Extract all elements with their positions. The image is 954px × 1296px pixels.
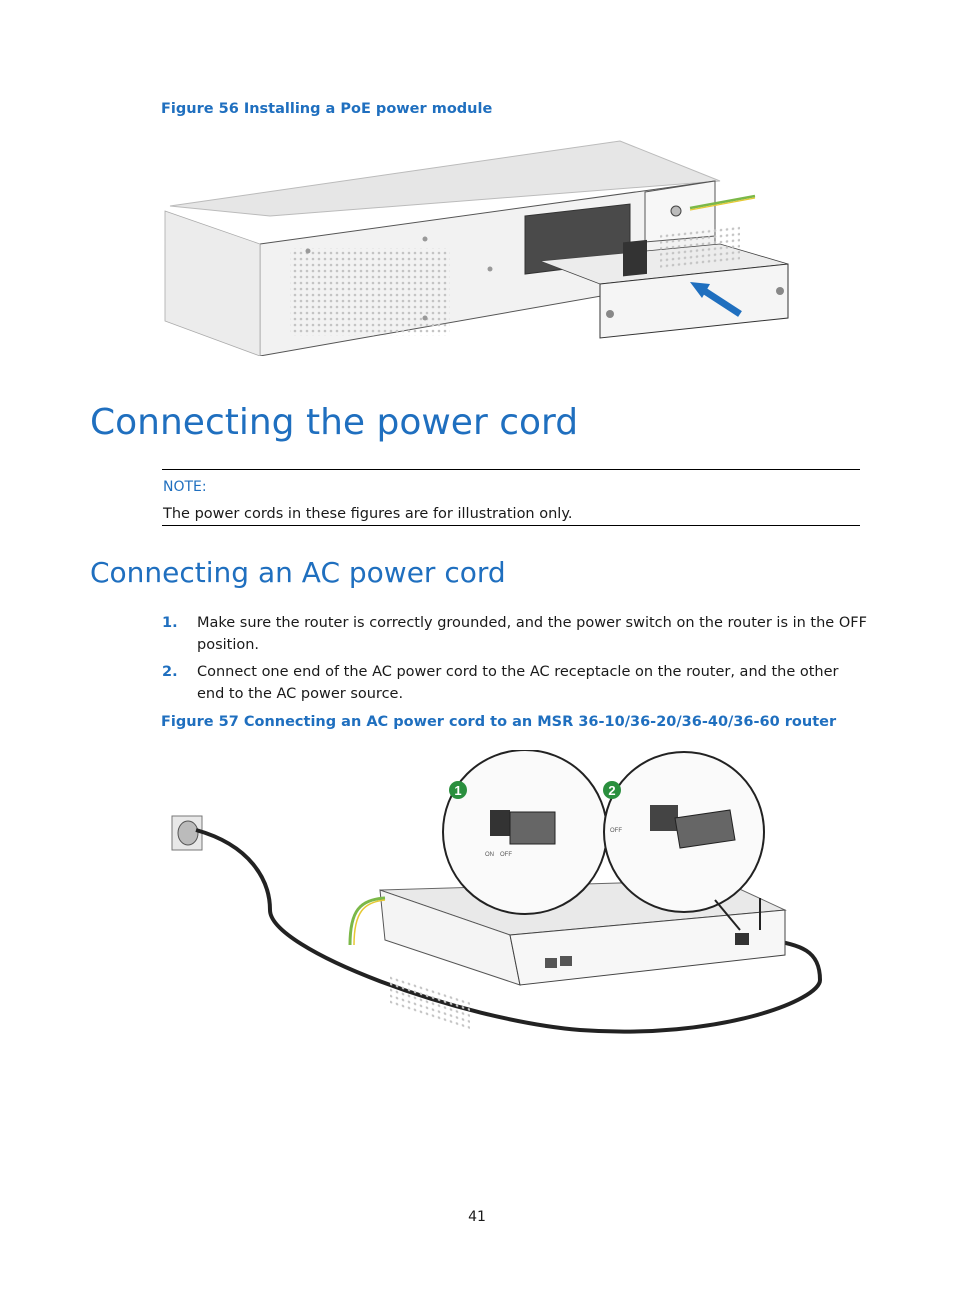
figure-57-caption: Figure 57 Connecting an AC power cord to… [161,714,837,730]
note-text: The power cords in these figures are for… [163,506,573,522]
step-text: Connect one end of the AC power cord to … [197,664,839,702]
callout-2: 2 [608,783,615,798]
page-number: 41 [468,1209,486,1225]
figure-56-illustration [164,140,789,356]
subsection-heading: Connecting an AC power cord [90,556,506,589]
switch-on-label: ON [485,852,494,858]
note-label: NOTE: [163,479,207,495]
step-number: 1. [162,615,178,631]
section-heading: Connecting the power cord [90,402,579,443]
switch-off-label-2: OFF [610,828,622,834]
figure-56-caption: Figure 56 Installing a PoE power module [161,101,493,117]
callout-1: 1 [454,783,461,798]
step-text: Make sure the router is correctly ground… [197,615,867,653]
switch-off-label: OFF [500,852,512,858]
note-box: NOTE: The power cords in these figures a… [162,469,860,526]
step-number: 2. [162,664,178,680]
figure-57-illustration: ON OFF OFF 1 2 [171,750,823,1034]
